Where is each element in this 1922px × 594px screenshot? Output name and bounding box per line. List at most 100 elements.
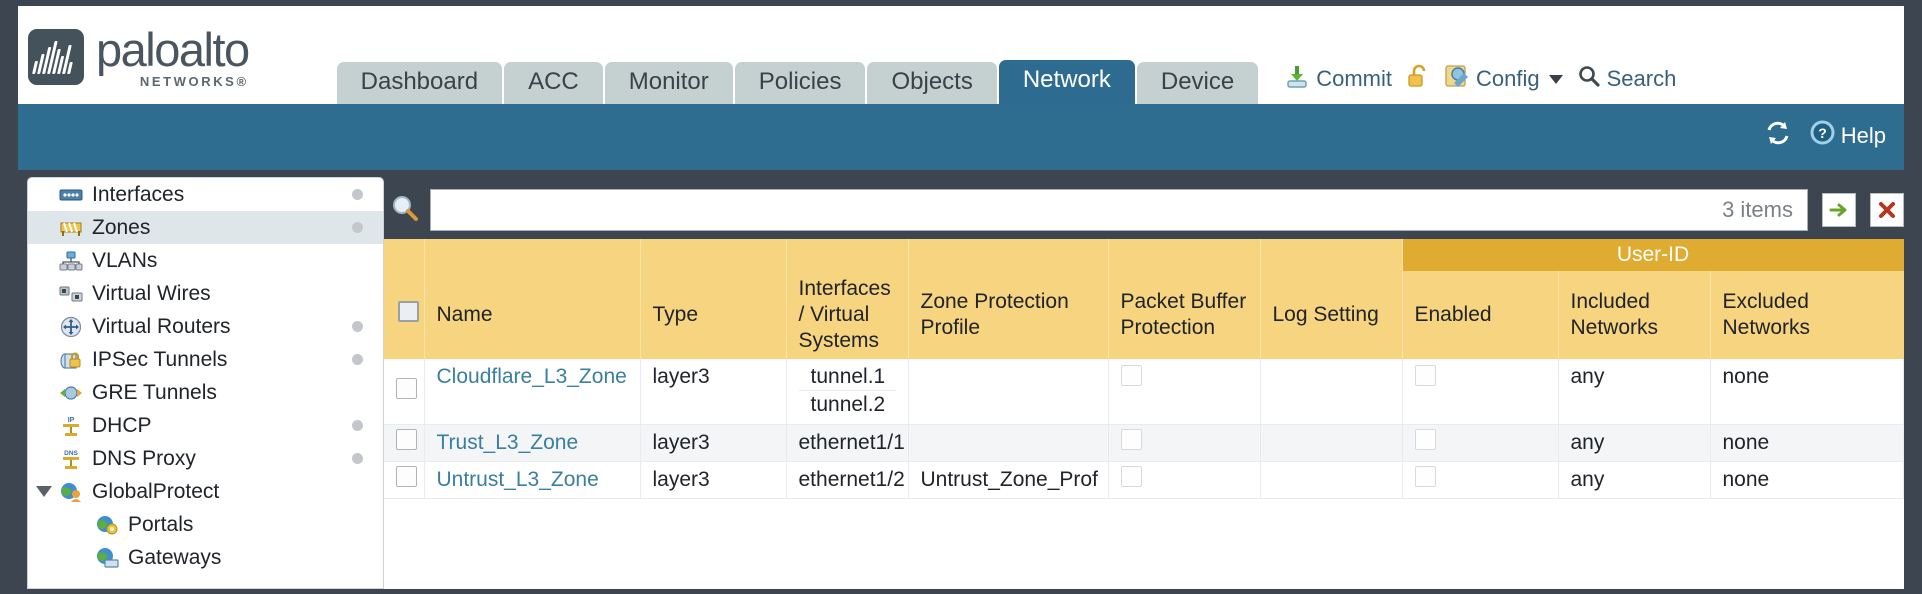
filter-toolbar: 3 items bbox=[384, 187, 1904, 233]
sidebar-item-label: Zones bbox=[92, 215, 151, 239]
sidebar-item-globalprotect[interactable]: GlobalProtect bbox=[28, 475, 383, 508]
sidebar-item-label: Portals bbox=[128, 512, 194, 536]
table-row[interactable]: Untrust_L3_Zone layer3 ethernet1/2 Untru… bbox=[384, 461, 1904, 499]
cell-excluded-networks: none bbox=[1710, 359, 1904, 425]
config-dropdown[interactable]: Config bbox=[1444, 63, 1563, 95]
cell-type: layer3 bbox=[640, 424, 787, 462]
search-input[interactable]: 3 items bbox=[430, 189, 1808, 231]
zone-name-link[interactable]: Cloudflare_L3_Zone bbox=[436, 365, 627, 388]
sidebar-item-label: Interfaces bbox=[92, 182, 185, 206]
cell-excluded-networks: none bbox=[1710, 461, 1904, 499]
refresh-icon[interactable] bbox=[1763, 118, 1793, 153]
status-dot bbox=[352, 222, 363, 233]
main-nav-tabs: Dashboard ACC Monitor Policies Objects N… bbox=[336, 59, 1259, 104]
search-button[interactable]: Search bbox=[1577, 64, 1676, 94]
tab-monitor[interactable]: Monitor bbox=[604, 61, 733, 104]
column-header-included-networks[interactable]: Included Networks bbox=[1558, 271, 1711, 359]
sidebar-item-portals[interactable]: Portals bbox=[28, 508, 383, 541]
sidebar-item-zones[interactable]: Zones bbox=[28, 211, 383, 244]
tab-device[interactable]: Device bbox=[1136, 61, 1259, 104]
status-dot bbox=[352, 420, 363, 431]
zones-content-pane: 3 items bbox=[384, 177, 1904, 589]
commit-label: Commit bbox=[1316, 66, 1393, 91]
row-checkbox[interactable] bbox=[396, 377, 417, 399]
cell-log-setting bbox=[1260, 424, 1403, 462]
clear-filter-button[interactable] bbox=[1870, 193, 1904, 227]
table-row[interactable]: Trust_L3_Zone layer3 ethernet1/1 any bbox=[384, 424, 1904, 462]
cell-included-networks: any bbox=[1558, 424, 1711, 462]
cell-zone-protection-profile bbox=[908, 424, 1109, 462]
column-header-log-setting[interactable]: Log Setting bbox=[1260, 271, 1403, 359]
gateways-icon bbox=[94, 547, 120, 569]
cell-log-setting bbox=[1260, 461, 1403, 499]
zone-name-link[interactable]: Untrust_L3_Zone bbox=[436, 467, 599, 491]
table-row[interactable]: Cloudflare_L3_Zone layer3 tunnel.1 tunne… bbox=[384, 359, 1904, 425]
cell-name: Cloudflare_L3_Zone bbox=[424, 359, 641, 425]
sidebar-item-dhcp[interactable]: IP DHCP bbox=[28, 409, 383, 442]
sidebar-item-ipsec-tunnels[interactable]: IPSec Tunnels bbox=[28, 343, 383, 376]
config-label: Config bbox=[1476, 66, 1540, 91]
ipsec-tunnels-icon bbox=[58, 349, 84, 371]
tab-policies[interactable]: Policies bbox=[734, 61, 866, 104]
clear-filter-icon bbox=[1879, 202, 1895, 218]
packet-buffer-protection-checkbox[interactable] bbox=[1120, 365, 1142, 386]
tab-acc[interactable]: ACC bbox=[504, 61, 603, 104]
config-icon bbox=[1444, 63, 1470, 95]
interface-item: tunnel.1 bbox=[798, 363, 896, 392]
zones-icon bbox=[58, 217, 84, 239]
column-header-excluded-networks[interactable]: Excluded Networks bbox=[1710, 271, 1904, 359]
row-checkbox[interactable] bbox=[396, 429, 417, 450]
sidebar-item-interfaces[interactable]: Interfaces bbox=[28, 178, 383, 211]
packet-buffer-protection-checkbox[interactable] bbox=[1120, 466, 1142, 487]
userid-enabled-checkbox[interactable] bbox=[1414, 466, 1436, 487]
interfaces-icon bbox=[58, 184, 84, 206]
group-spacer bbox=[786, 239, 909, 271]
tab-network[interactable]: Network bbox=[998, 59, 1135, 104]
virtual-routers-icon bbox=[58, 316, 84, 338]
cell-name: Trust_L3_Zone bbox=[424, 424, 641, 462]
commit-button[interactable]: Commit bbox=[1284, 63, 1392, 95]
sidebar-item-gateways[interactable]: Gateways bbox=[28, 541, 383, 574]
column-header-name[interactable]: Name bbox=[424, 271, 641, 359]
search-magnifier-icon[interactable] bbox=[390, 193, 420, 228]
column-header-userid-enabled[interactable]: Enabled bbox=[1402, 271, 1559, 359]
sidebar-item-dns-proxy[interactable]: DNS DNS Proxy bbox=[28, 442, 383, 475]
tab-objects[interactable]: Objects bbox=[867, 61, 997, 104]
expand-collapse-triangle-icon[interactable] bbox=[36, 486, 52, 497]
status-dot bbox=[352, 321, 363, 332]
group-spacer bbox=[384, 239, 425, 271]
apply-filter-icon bbox=[1829, 203, 1847, 217]
lock-button[interactable] bbox=[1406, 63, 1430, 95]
apply-filter-button[interactable] bbox=[1822, 193, 1856, 227]
group-spacer bbox=[1108, 239, 1261, 271]
interface-sublist: tunnel.1 tunnel.2 bbox=[798, 363, 896, 419]
sidebar-item-vlans[interactable]: VLANs bbox=[28, 244, 383, 277]
cell-included-networks: any bbox=[1558, 359, 1711, 425]
group-spacer bbox=[424, 239, 641, 271]
select-all-header bbox=[384, 271, 425, 359]
column-header-interfaces[interactable]: Interfaces / Virtual Systems bbox=[786, 271, 909, 359]
row-checkbox[interactable] bbox=[396, 466, 417, 487]
column-header-packet-buffer-protection[interactable]: Packet Buffer Protection bbox=[1108, 271, 1261, 359]
sidebar-item-gre-tunnels[interactable]: GRE Tunnels bbox=[28, 376, 383, 409]
packet-buffer-protection-checkbox[interactable] bbox=[1120, 429, 1142, 450]
cell-log-setting bbox=[1260, 359, 1403, 425]
help-button[interactable]: ? Help bbox=[1809, 119, 1886, 152]
userid-enabled-checkbox[interactable] bbox=[1414, 365, 1436, 386]
column-header-zone-protection-profile[interactable]: Zone Protection Profile bbox=[908, 271, 1109, 359]
sidebar-item-virtual-routers[interactable]: Virtual Routers bbox=[28, 310, 383, 343]
sub-header-bar: ? Help bbox=[18, 104, 1904, 170]
zone-name-link[interactable]: Trust_L3_Zone bbox=[436, 430, 579, 454]
select-all-checkbox[interactable] bbox=[398, 300, 419, 322]
tab-dashboard[interactable]: Dashboard bbox=[336, 61, 503, 104]
userid-enabled-checkbox[interactable] bbox=[1414, 429, 1436, 450]
sidebar-item-label: Virtual Routers bbox=[92, 314, 231, 338]
help-label: Help bbox=[1840, 122, 1886, 148]
column-header-type[interactable]: Type bbox=[640, 271, 787, 359]
brand-name: paloalto bbox=[96, 23, 250, 76]
zones-table-container: User-ID Name Type Interfaces / Virtual S… bbox=[384, 239, 1904, 589]
zones-table-body: Cloudflare_L3_Zone layer3 tunnel.1 tunne… bbox=[384, 359, 1904, 499]
sidebar-item-virtual-wires[interactable]: Virtual Wires bbox=[28, 277, 383, 310]
cell-zone-protection-profile: Untrust_Zone_Prof bbox=[908, 461, 1109, 499]
